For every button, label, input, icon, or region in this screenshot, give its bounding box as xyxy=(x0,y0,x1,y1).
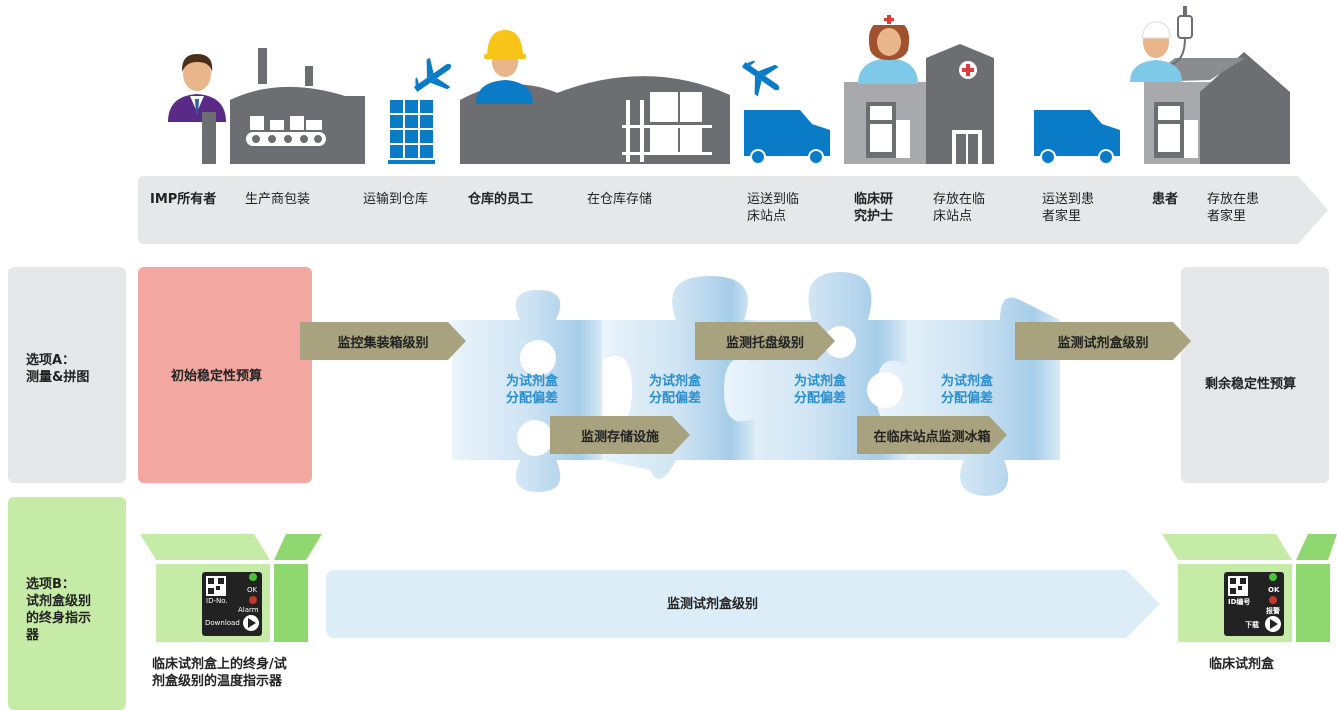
airplane-icon xyxy=(741,60,780,97)
puzzle-text-1: 为试剂盒 分配偏差 xyxy=(505,374,558,406)
step-clinic-storage: 存放在临床站点 xyxy=(933,192,986,224)
arrow-pallet-level: 监测托盘级别 xyxy=(695,322,835,360)
step-ship-to-warehouse: 运输到仓库 xyxy=(363,192,429,207)
warehouse-worker-icon xyxy=(476,30,533,104)
step-patient: 患者 xyxy=(1152,192,1179,207)
option-a-panel xyxy=(8,267,126,483)
option-a-label: 选项A： 测量&拼图 xyxy=(26,353,90,385)
supply-chain-illustration xyxy=(168,6,1290,165)
step-clinical-nurse: 临床研究护士 xyxy=(854,192,894,224)
initial-budget-label: 初始稳定性预算 xyxy=(171,369,263,384)
arrow-kit-level-b-label: 监测试剂盒级别 xyxy=(667,597,759,612)
left-device-alarm: Alarm xyxy=(238,606,259,614)
arrow-kit-level: 监测试剂盒级别 xyxy=(1015,322,1191,360)
right-device-alarm: 报警 xyxy=(1266,607,1280,615)
initial-budget-box xyxy=(138,267,312,483)
left-device-ok: OK xyxy=(247,586,258,594)
option-b-label: 选项B： 试剂盒级别 的终身指示 器 xyxy=(26,577,92,643)
puzzle-piece-3 xyxy=(724,272,906,460)
right-device-id: ID编号 xyxy=(1228,598,1251,606)
kit-box-left xyxy=(140,534,322,642)
right-device-ok: OK xyxy=(1268,586,1280,594)
left-device-id: ID-No. xyxy=(206,597,228,605)
clinic-icon xyxy=(844,44,994,164)
delivery-van-icon xyxy=(1034,110,1120,165)
step-home-storage: 存放在患者家里 xyxy=(1207,192,1260,224)
arrow-kit-level-b xyxy=(326,570,1160,638)
delivery-van-icon xyxy=(744,110,830,165)
step-ship-to-clinic: 运送到临床站点 xyxy=(747,192,800,224)
puzzle-text-3: 为试剂盒 分配偏差 xyxy=(793,374,846,406)
remaining-budget-box xyxy=(1181,267,1329,483)
kit-box-right xyxy=(1162,534,1337,642)
arrow-container-level: 监控集装箱级别 xyxy=(300,322,466,360)
right-kit-caption: 临床试剂盒 xyxy=(1209,657,1275,672)
step-warehouse-staff: 仓库的员工 xyxy=(468,192,534,207)
imp-owner-icon xyxy=(168,54,226,122)
left-device-download: Download xyxy=(205,619,240,627)
step-manufacturer-packaging: 生产商包装 xyxy=(245,192,311,207)
process-band xyxy=(138,176,1328,244)
step-imp-owner: IMP所有者 xyxy=(150,192,217,207)
step-warehouse-storage: 在仓库存储 xyxy=(587,192,653,207)
option-b-panel xyxy=(8,497,126,710)
puzzle-text-4: 为试剂盒 分配偏差 xyxy=(940,374,993,406)
right-device-download: 下载 xyxy=(1245,621,1259,629)
step-ship-to-home: 运送到患者家里 xyxy=(1042,192,1095,224)
nurse-icon xyxy=(858,13,918,84)
remaining-budget-label: 剩余稳定性预算 xyxy=(1205,377,1297,392)
patient-icon xyxy=(1130,6,1193,82)
puzzle-text-2: 为试剂盒 分配偏差 xyxy=(648,374,701,406)
left-kit-caption: 临床试剂盒上的终身/试 剂盒级别的温度指示器 xyxy=(152,657,287,689)
arrow-clinic-fridge: 在临床站点监测冰箱 xyxy=(857,416,1007,454)
airplane-icon xyxy=(413,57,452,92)
arrow-storage-facility: 监测存储设施 xyxy=(550,416,690,454)
pallet-icon xyxy=(388,100,435,164)
